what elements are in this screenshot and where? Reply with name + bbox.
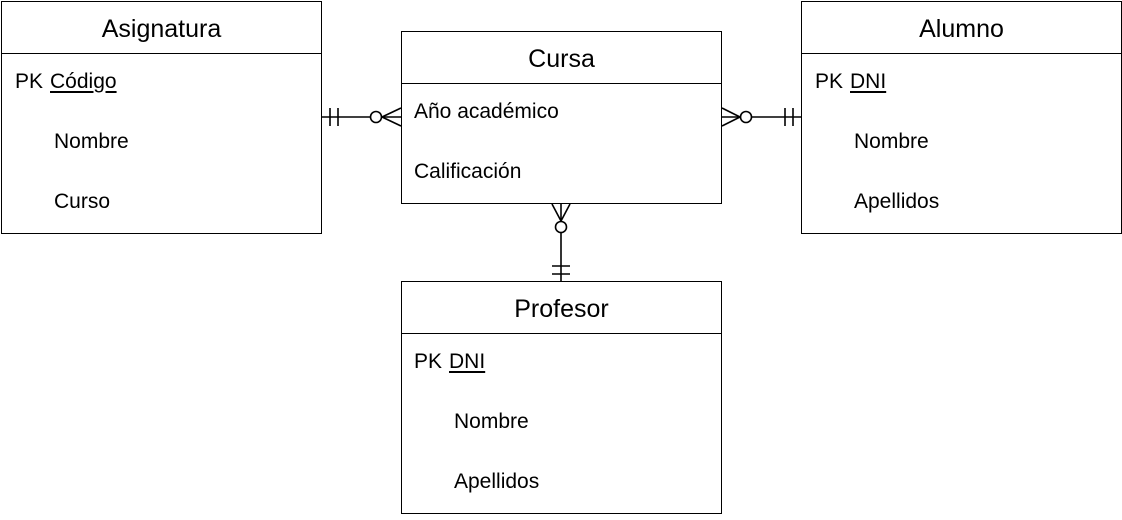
crowfoot-prong [381, 116, 402, 127]
pk-label: PK [815, 70, 844, 93]
entity-cursa: Cursa Año académico Calificación [401, 31, 722, 204]
attribute: Apellidos [454, 470, 540, 493]
attribute: Nombre [454, 410, 529, 433]
primary-key-attribute: PK Código [15, 70, 117, 94]
crowfoot-prong [560, 203, 571, 222]
pk-attribute-name: DNI [449, 350, 486, 373]
attribute: Nombre [854, 130, 929, 153]
primary-key-attribute: PK DNI [815, 70, 886, 94]
relationship-profesor-cursa [551, 203, 571, 281]
zero-circle [554, 220, 568, 234]
entity-title: Profesor [402, 282, 721, 334]
entity-title: Alumno [802, 2, 1121, 54]
pk-label: PK [414, 350, 443, 373]
relationship-alumno-cursa [721, 107, 801, 127]
primary-key-attribute: PK DNI [414, 350, 485, 374]
attribute: Nombre [54, 130, 129, 153]
attribute: Año académico [414, 100, 559, 123]
pk-attribute-name: DNI [850, 70, 887, 93]
entity-alumno: Alumno PK DNI Nombre Apellidos [801, 1, 1122, 234]
zero-circle [369, 110, 383, 124]
crowfoot-prong [721, 116, 741, 127]
attribute: Calificación [414, 160, 522, 183]
relationship-asignatura-cursa [322, 107, 402, 127]
pk-label: PK [15, 70, 44, 93]
crowfoot-prong [381, 107, 402, 118]
entity-title: Asignatura [2, 2, 321, 54]
entity-profesor: Profesor PK DNI Nombre Apellidos [401, 281, 722, 514]
zero-circle [739, 110, 753, 124]
entity-asignatura: Asignatura PK Código Nombre Curso [1, 1, 322, 234]
attribute: Curso [54, 190, 111, 213]
entity-title: Cursa [402, 32, 721, 84]
crowfoot-prong [551, 203, 562, 222]
crowfoot-prong [721, 107, 741, 118]
pk-attribute-name: Código [50, 70, 117, 93]
attribute: Apellidos [854, 190, 940, 213]
